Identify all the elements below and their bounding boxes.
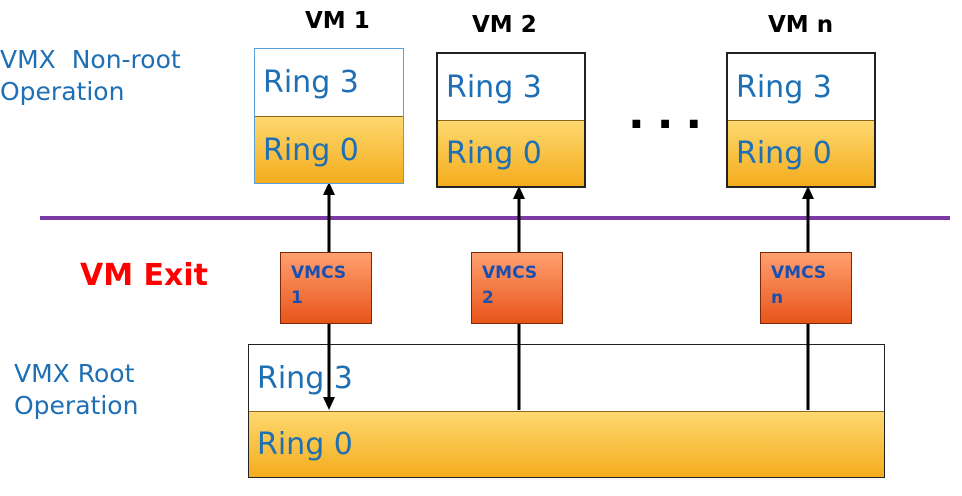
vm1-ring3: Ring 3 <box>255 49 403 116</box>
vm1-box: Ring 3 Ring 0 <box>254 48 404 184</box>
more-vms-ellipsis: ... <box>628 88 715 139</box>
vmn-title: VM n <box>768 12 834 38</box>
vm2-arrowhead-up <box>513 186 525 199</box>
vmn-arrowhead-up <box>802 186 814 199</box>
vmx-nonroot-operation-label: VMX Non-root Operation <box>0 45 181 106</box>
vm2-box: Ring 3 Ring 0 <box>436 52 586 188</box>
vmn-ring0: Ring 0 <box>728 120 874 186</box>
root-ring3: Ring 3 <box>249 345 884 411</box>
vm2-ring3: Ring 3 <box>438 54 584 120</box>
root-box: Ring 3 Ring 0 <box>248 344 885 478</box>
vmcsn-box: VMCS n <box>760 252 852 324</box>
vm1-ring0: Ring 0 <box>255 116 403 183</box>
vmn-ring3: Ring 3 <box>728 54 874 120</box>
vmcs1-box: VMCS 1 <box>280 252 372 324</box>
vm1-arrowhead-down <box>323 397 335 410</box>
vm1-arrowhead-up <box>323 182 335 195</box>
vm1-title: VM 1 <box>305 8 370 34</box>
vm2-ring0: Ring 0 <box>438 120 584 186</box>
root-ring0: Ring 0 <box>249 411 884 477</box>
vm2-title: VM 2 <box>472 12 537 38</box>
vm-exit-label: VM Exit <box>80 258 208 293</box>
vmx-root-operation-label: VMX Root Operation <box>14 359 139 420</box>
vmn-box: Ring 3 Ring 0 <box>726 52 876 188</box>
vmcs2-box: VMCS 2 <box>471 252 563 324</box>
